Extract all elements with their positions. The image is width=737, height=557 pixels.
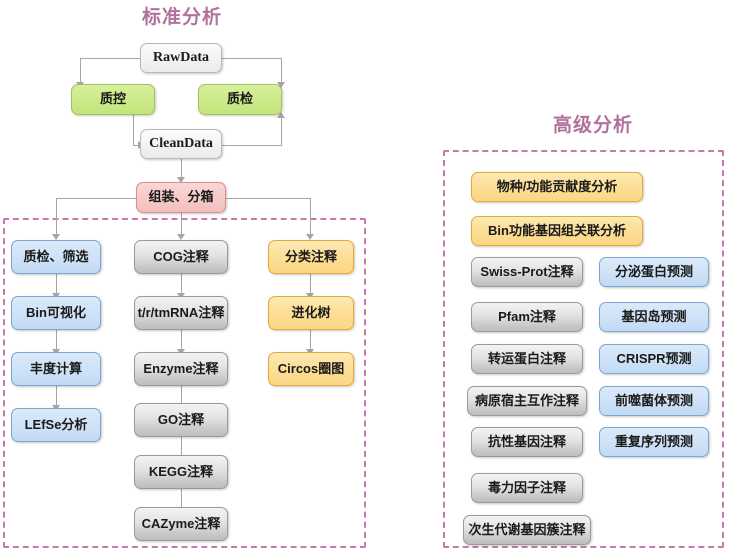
- node-qc-screening[interactable]: 质检、筛选: [11, 240, 101, 274]
- node-swissprot-annotation[interactable]: Swiss-Prot注释: [471, 257, 583, 287]
- node-assembly-binning[interactable]: 组装、分箱: [136, 182, 226, 213]
- node-circos-plot[interactable]: Circos圈图: [268, 352, 354, 386]
- connector-rawdata-to-qccheck-down: [281, 58, 282, 84]
- node-prophage-prediction[interactable]: 前噬菌体预测: [599, 386, 709, 416]
- node-abundance-calculation[interactable]: 丰度计算: [11, 352, 101, 386]
- node-quality-check[interactable]: 质检: [198, 84, 282, 115]
- connector-cleandata-to-qccheck-up: [281, 118, 282, 145]
- connector-assembly-to-col2: [181, 212, 182, 236]
- node-resistance-gene-annotation[interactable]: 抗性基因注释: [471, 427, 583, 457]
- connector-cleandata-to-assembly: [181, 159, 182, 180]
- node-taxonomy-annotation[interactable]: 分类注释: [268, 240, 354, 274]
- arrow-rawdata-to-qccheck: [277, 82, 285, 88]
- node-pfam-annotation[interactable]: Pfam注释: [471, 302, 583, 332]
- connector-blue-1-2: [56, 274, 57, 296]
- connector-assembly-bus-right: [181, 198, 311, 199]
- node-kegg-annotation[interactable]: KEGG注释: [134, 455, 228, 489]
- arrow-cleandata-to-qccheck: [277, 112, 285, 118]
- connector-qc-down: [133, 114, 134, 145]
- node-enzyme-annotation[interactable]: Enzyme注释: [134, 352, 228, 386]
- connector-gray-5-6: [181, 489, 182, 511]
- arrow-assembly-to-col1: [52, 234, 60, 240]
- connector-gray-3-4: [181, 386, 182, 408]
- node-secondary-metabolite-gene-cluster-annotation[interactable]: 次生代谢基因簇注释: [463, 515, 591, 545]
- connector-blue-2-3: [56, 330, 57, 352]
- connector-blue-3-4: [56, 386, 57, 408]
- node-lefse-analysis[interactable]: LEfSe分析: [11, 408, 101, 442]
- connector-gray-1-2: [181, 274, 182, 296]
- connector-rawdata-to-qc-down: [80, 58, 81, 84]
- advanced-analysis-group-box: [443, 150, 724, 548]
- connector-rawdata-to-qc: [80, 58, 140, 59]
- standard-analysis-group-box: [3, 218, 366, 548]
- connector-gray-2-3: [181, 330, 182, 352]
- node-bin-function-genome-association[interactable]: Bin功能基因组关联分析: [471, 216, 643, 246]
- node-phylogenetic-tree[interactable]: 进化树: [268, 296, 354, 330]
- connector-assembly-to-col1: [56, 198, 57, 236]
- arrow-assembly-to-col3: [306, 234, 314, 240]
- arrow-assembly-to-col2: [177, 234, 185, 240]
- node-genomic-island-prediction[interactable]: 基因岛预测: [599, 302, 709, 332]
- node-cog-annotation[interactable]: COG注释: [134, 240, 228, 274]
- node-cleandata[interactable]: CleanData: [140, 129, 222, 159]
- standard-analysis-title: 标准分析: [142, 7, 223, 28]
- node-species-function-contribution[interactable]: 物种/功能贡献度分析: [471, 172, 643, 202]
- connector-qc-to-cleandata: [133, 145, 140, 146]
- node-repeat-sequence-prediction[interactable]: 重复序列预测: [599, 427, 709, 457]
- connector-rawdata-to-qccheck: [222, 58, 282, 59]
- node-crispr-prediction[interactable]: CRISPR预测: [599, 344, 709, 374]
- node-transporter-annotation[interactable]: 转运蛋白注释: [471, 344, 583, 374]
- node-secreted-protein-prediction[interactable]: 分泌蛋白预测: [599, 257, 709, 287]
- node-pathogen-host-interaction-annotation[interactable]: 病原宿主互作注释: [467, 386, 587, 416]
- connector-gray-4-5: [181, 437, 182, 459]
- connector-cleandata-to-qccheck: [222, 145, 282, 146]
- node-quality-control[interactable]: 质控: [71, 84, 155, 115]
- node-bin-visualization[interactable]: Bin可视化: [11, 296, 101, 330]
- connector-assembly-bus-left: [56, 198, 181, 199]
- connector-yellow-2-3: [310, 330, 311, 352]
- arrow-cleandata-to-assembly: [177, 177, 185, 183]
- node-trtmrna-annotation[interactable]: t/r/tmRNA注释: [134, 296, 228, 330]
- connector-assembly-to-col3: [310, 198, 311, 236]
- connector-yellow-1-2: [310, 274, 311, 296]
- node-cazyme-annotation[interactable]: CAZyme注释: [134, 507, 228, 541]
- node-rawdata[interactable]: RawData: [140, 43, 222, 73]
- node-go-annotation[interactable]: GO注释: [134, 403, 228, 437]
- node-virulence-factor-annotation[interactable]: 毒力因子注释: [471, 473, 583, 503]
- advanced-analysis-title: 高级分析: [553, 115, 634, 136]
